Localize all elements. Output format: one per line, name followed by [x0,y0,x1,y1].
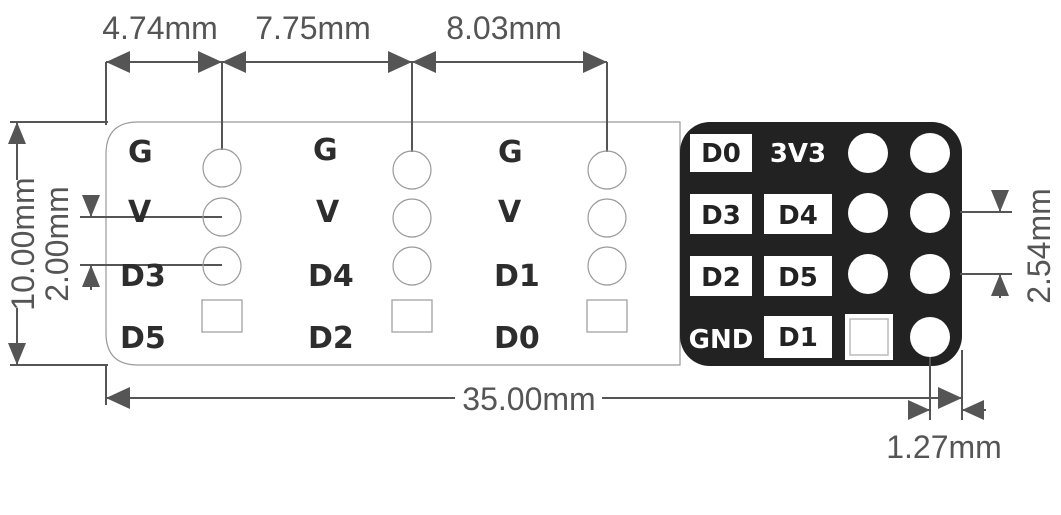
edge-offset-dimension: 1.27mm [886,400,1002,465]
pad-label: D1 [494,259,540,294]
pad-column-3: G V D1 D0 [494,135,628,356]
header-pins [845,133,950,360]
pad-label: V [316,195,340,230]
width-dimension: 35.00mm [105,350,963,420]
pad-label: D3 [120,259,166,294]
pad-label: D2 [308,321,354,356]
pad-label: D4 [308,259,354,294]
pad-column-2: G V D4 D2 [308,133,433,356]
dim-edge-offset: 1.27mm [886,429,1002,465]
header-label: D4 [778,201,818,231]
dim-header-pitch: 2.54mm [1021,188,1057,304]
header-label: D1 [778,323,818,353]
dim-top-2: 7.75mm [255,10,371,46]
pad-label: G [498,135,523,170]
dim-width: 35.00mm [462,381,595,417]
dim-pitch-vertical: 2.00mm [39,186,75,302]
pad-label: D0 [494,321,540,356]
height-dimension: 10.00mm [4,121,108,366]
header-label: D0 [701,139,741,169]
pad-label: G [128,135,153,170]
pad-label: G [313,133,338,168]
header-label: 3V3 [770,139,826,169]
pitch-dimension: 2.00mm [39,186,222,302]
board-outline [105,121,681,366]
header-pitch-dimension: 2.54mm [960,188,1057,304]
pad-label: V [498,195,522,230]
header-label: D5 [778,263,818,293]
pad-label: V [128,195,152,230]
header-block [680,122,962,366]
dim-top-3: 8.03mm [446,10,562,46]
header-label: D2 [701,263,741,293]
header-labels: D0 3V3 D3 D4 D2 D5 GND D1 [689,134,832,358]
pad-column-1: G V D3 D5 [120,135,243,356]
top-dimensions: 4.74mm 7.75mm 8.03mm [102,10,608,152]
dim-top-1: 4.74mm [102,10,218,46]
header-label: GND [689,325,754,355]
pad-label: D5 [120,321,166,356]
header-label: D3 [701,201,741,231]
dim-height: 10.00mm [5,177,41,310]
